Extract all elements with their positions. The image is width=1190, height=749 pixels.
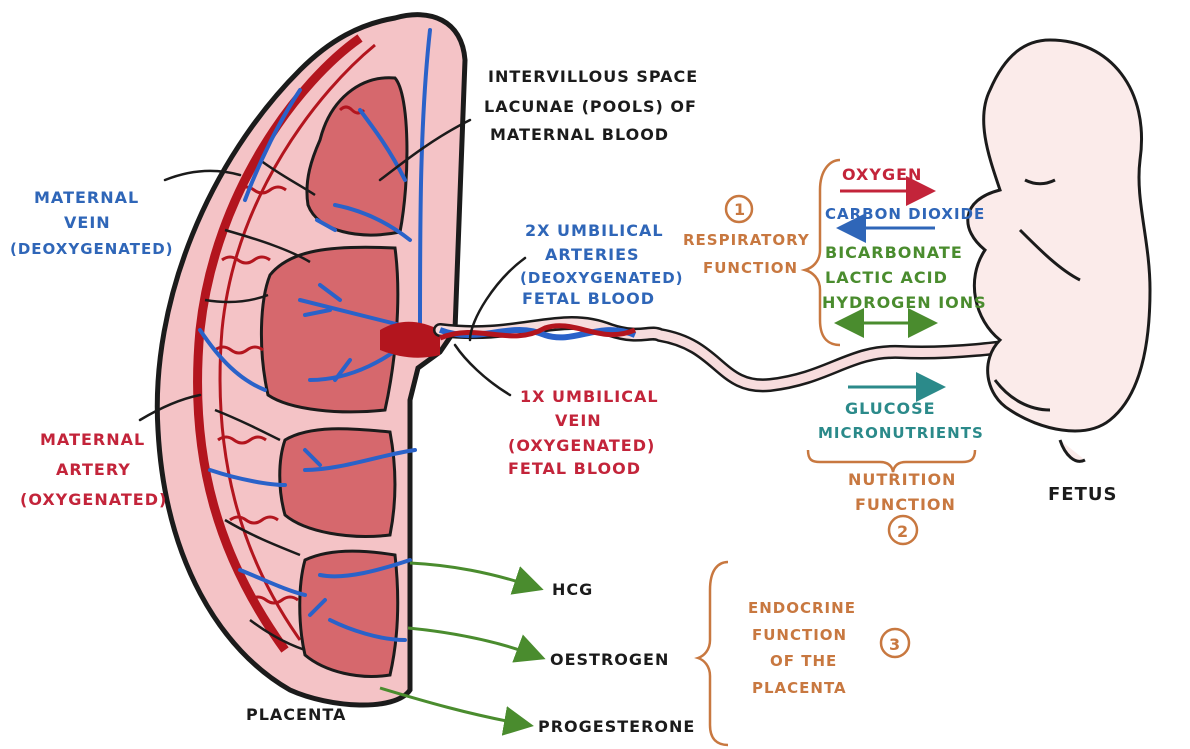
umbilical-arteries-line-1: 2X UMBILICAL — [525, 221, 664, 240]
progesterone-arrow — [380, 688, 528, 725]
umbilical-vein-line-2: VEIN — [555, 411, 602, 430]
endocrine-line-4: PLACENTA — [752, 679, 847, 697]
umbilical-arteries-line-2: ARTERIES — [545, 245, 640, 264]
intervillous-line-1: INTERVILLOUS SPACE — [488, 67, 698, 86]
fetus-illustration — [968, 40, 1150, 461]
oestrogen-arrow — [408, 628, 540, 657]
hydrogen-ions-label: HYDROGEN IONS — [822, 293, 987, 312]
carbon-dioxide-label: CARBON DIOXIDE — [825, 205, 985, 223]
umbilical-vein-line-1: 1X UMBILICAL — [520, 387, 659, 406]
intervillous-line-2: LACUNAE (POOLS) OF — [484, 97, 697, 116]
endocrine-line-3: OF THE — [770, 652, 837, 670]
maternal-vein-line-3: (DEOXYGENATED) — [10, 240, 174, 258]
nutrition-number: 2 — [897, 522, 909, 541]
intervillous-line-3: MATERNAL BLOOD — [490, 125, 669, 144]
nutrition-line-2: FUNCTION — [855, 495, 956, 514]
maternal-artery-line-2: ARTERY — [56, 460, 131, 479]
placenta-label: PLACENTA — [246, 705, 346, 724]
endocrine-line-2: FUNCTION — [752, 626, 847, 644]
hcg-arrow — [410, 563, 538, 588]
oxygen-label: OXYGEN — [842, 165, 922, 184]
glucose-label: GLUCOSE — [845, 399, 936, 418]
umbilical-arteries-line-4: FETAL BLOOD — [522, 289, 655, 308]
maternal-vein-line-2: VEIN — [64, 213, 111, 232]
umbilical-vein-line-3: (OXYGENATED) — [508, 436, 655, 455]
endocrine-line-1: ENDOCRINE — [748, 599, 856, 617]
hcg-label: HCG — [552, 580, 593, 599]
maternal-artery-line-1: MATERNAL — [40, 430, 145, 449]
nutrition-line-1: NUTRITION — [848, 470, 956, 489]
respiratory-line-2: FUNCTION — [703, 259, 798, 277]
lactic-acid-label: LACTIC ACID — [825, 268, 948, 287]
maternal-vein-line-1: MATERNAL — [34, 188, 139, 207]
fetus-label: FETUS — [1048, 484, 1117, 505]
umbilical-arteries-line-3: (DEOXYGENATED) — [520, 269, 684, 287]
maternal-artery-line-3: (OXYGENATED) — [20, 490, 167, 509]
micronutrients-label: MICRONUTRIENTS — [818, 424, 984, 442]
progesterone-label: PROGESTERONE — [538, 717, 695, 736]
cord-root — [380, 322, 440, 358]
endocrine-number: 3 — [889, 635, 901, 654]
umbilical-vein-line-4: FETAL BLOOD — [508, 459, 641, 478]
respiratory-number: 1 — [734, 200, 746, 219]
bicarbonate-label: BICARBONATE — [825, 243, 963, 262]
respiratory-line-1: RESPIRATORY — [683, 231, 810, 249]
oestrogen-label: OESTROGEN — [550, 650, 669, 669]
